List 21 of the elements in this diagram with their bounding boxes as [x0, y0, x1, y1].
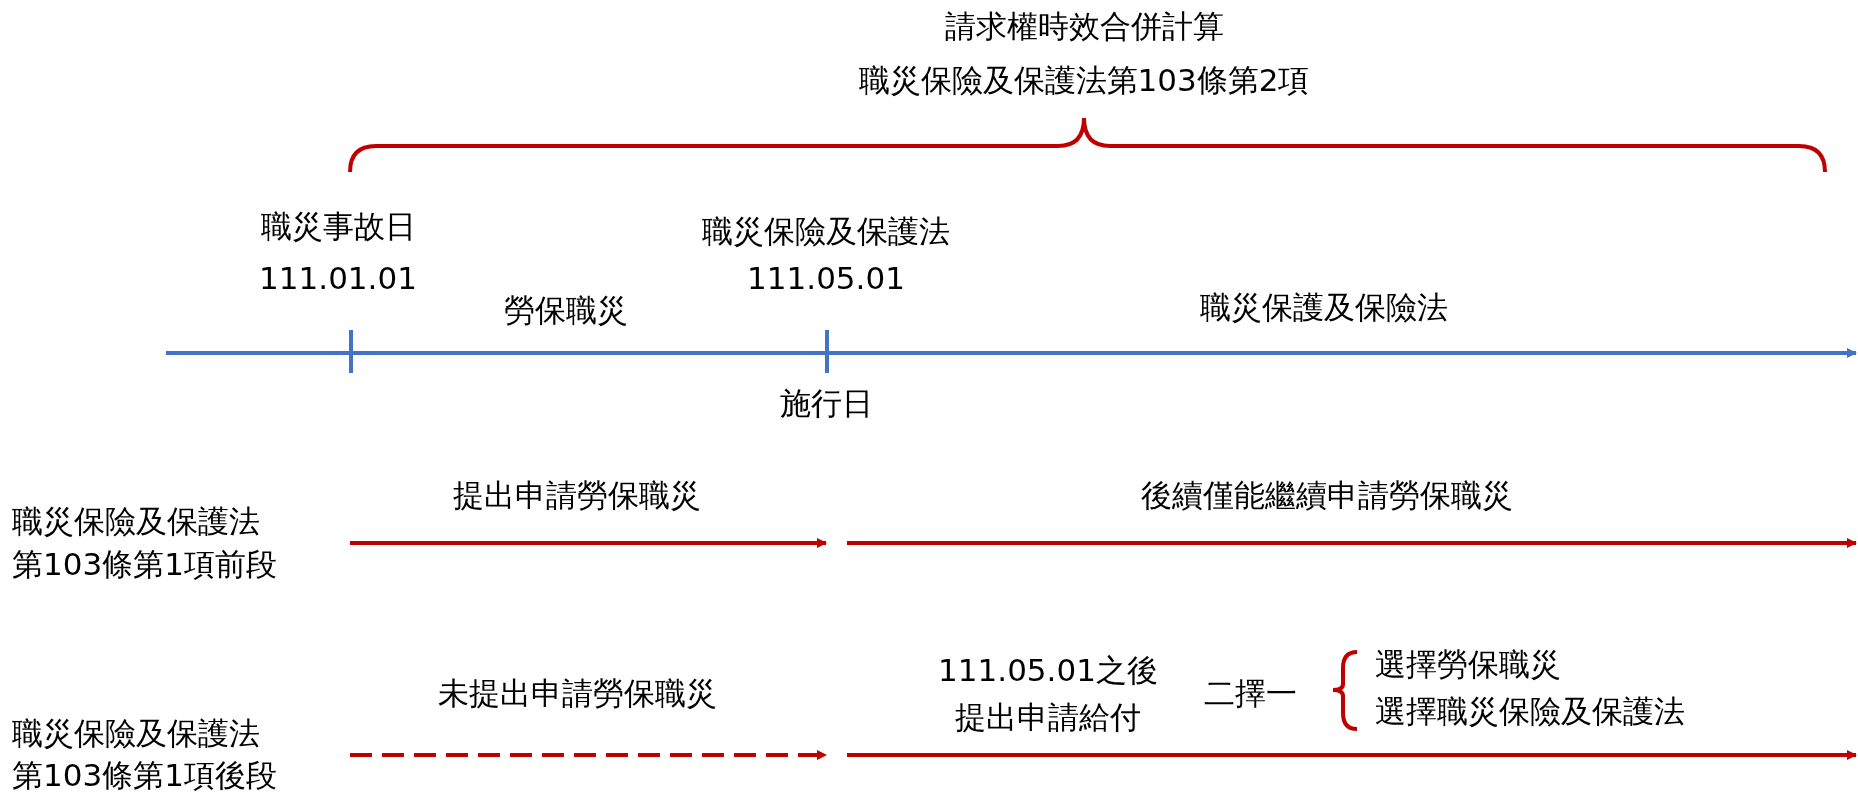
- text-label: 選擇職災保險及保護法: [1375, 692, 1685, 730]
- text-label: 職災保險及保護法: [12, 502, 260, 540]
- text-label: 二擇一: [1203, 674, 1297, 712]
- text-label: 111.01.01: [259, 259, 417, 297]
- text-label: 後續僅能繼續申請勞保職災: [1141, 476, 1513, 514]
- text-label: 第103條第1項前段: [12, 545, 277, 583]
- text-label: 提出申請給付: [955, 698, 1141, 736]
- text-label: 勞保職災: [504, 291, 628, 329]
- text-label: 請求權時效合併計算: [944, 7, 1224, 45]
- text-label: 職災保護及保險法: [1200, 288, 1448, 326]
- text-label: 施行日: [779, 384, 873, 422]
- text-label: 提出申請勞保職災: [453, 476, 701, 514]
- text-label: 選擇勞保職災: [1375, 645, 1561, 683]
- text-label: 未提出申請勞保職災: [437, 674, 717, 712]
- text-label: 第103條第1項後段: [12, 756, 277, 794]
- text-label: 職災保險及保護法: [702, 212, 950, 250]
- text-label: 111.05.01之後: [938, 651, 1158, 689]
- text-label: 職災事故日: [260, 207, 416, 245]
- text-label: 111.05.01: [747, 259, 905, 297]
- text-label: 職災保險及保護法第103條第2項: [858, 61, 1310, 99]
- text-label: 職災保險及保護法: [12, 714, 260, 752]
